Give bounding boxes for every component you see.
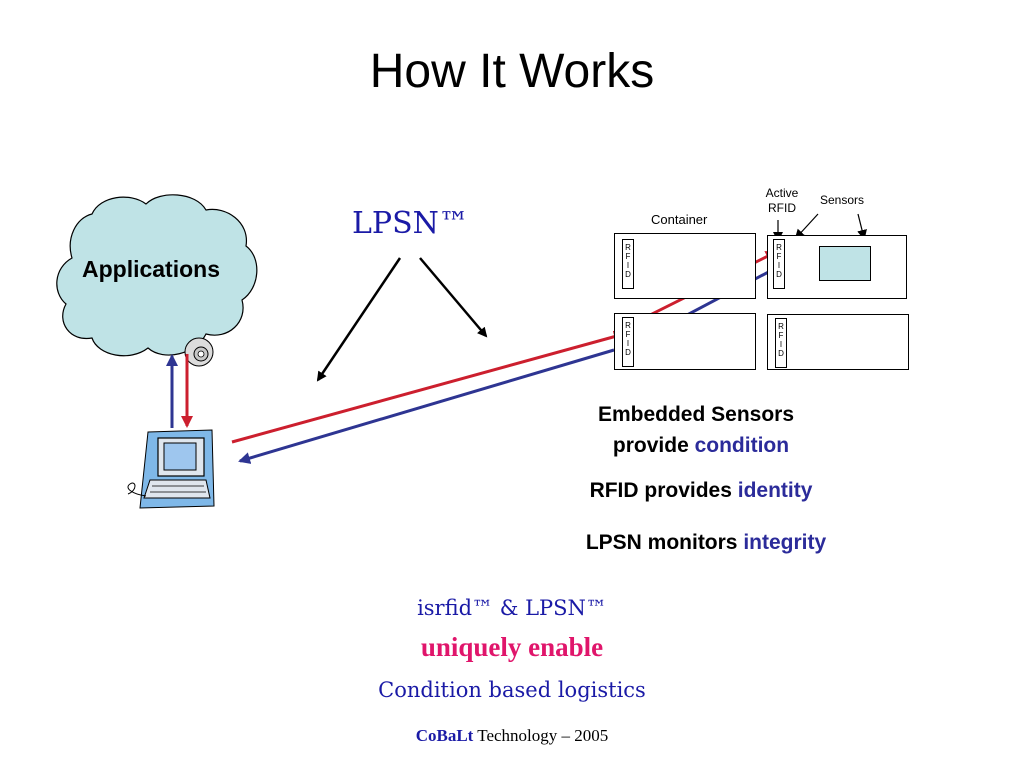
- container-to-computer-arrow: [238, 348, 615, 464]
- statement-provide-condition: provide condition: [612, 434, 790, 457]
- credit-rest: Technology – 2005: [473, 726, 609, 745]
- credit-brand: CoBaLt: [415, 726, 474, 745]
- statement-rfid-identity: RFID provides identity: [589, 479, 813, 502]
- active-rfid-label: Active RFID: [765, 186, 799, 215]
- sensors-pointer-1: [794, 213, 819, 240]
- sensors-label: Sensors: [820, 193, 865, 207]
- camera-icon: [184, 337, 214, 367]
- applications-label: Applications: [81, 256, 220, 282]
- sensor-block: [819, 246, 871, 281]
- footer-isrfid-lpsn: isrfid™ & LPSN™: [417, 596, 607, 620]
- slide-title: How It Works: [369, 45, 655, 98]
- container-box-1: [614, 233, 756, 299]
- container-box-4: [767, 314, 909, 370]
- lpsn-arrow-right: [419, 257, 488, 338]
- footer-credit: CoBaLt Technology – 2005: [0, 726, 1024, 746]
- lpsn-arrow-left: [316, 257, 402, 382]
- sensors-pointer-2: [857, 213, 867, 240]
- applications-cloud: [56, 194, 258, 357]
- computer-to-container-arrow: [231, 330, 626, 444]
- lpsn-label: LPSN™: [352, 206, 469, 241]
- container-box-3: [614, 313, 756, 370]
- statement-embedded-sensors: Embedded Sensors: [597, 403, 795, 426]
- container-label: Container: [651, 212, 708, 227]
- footer-uniquely-enable: uniquely enable: [420, 632, 604, 662]
- statement-lpsn-integrity: LPSN monitors integrity: [585, 531, 827, 554]
- footer-condition-logistics: Condition based logistics: [378, 678, 646, 702]
- computer-icon: [127, 429, 215, 509]
